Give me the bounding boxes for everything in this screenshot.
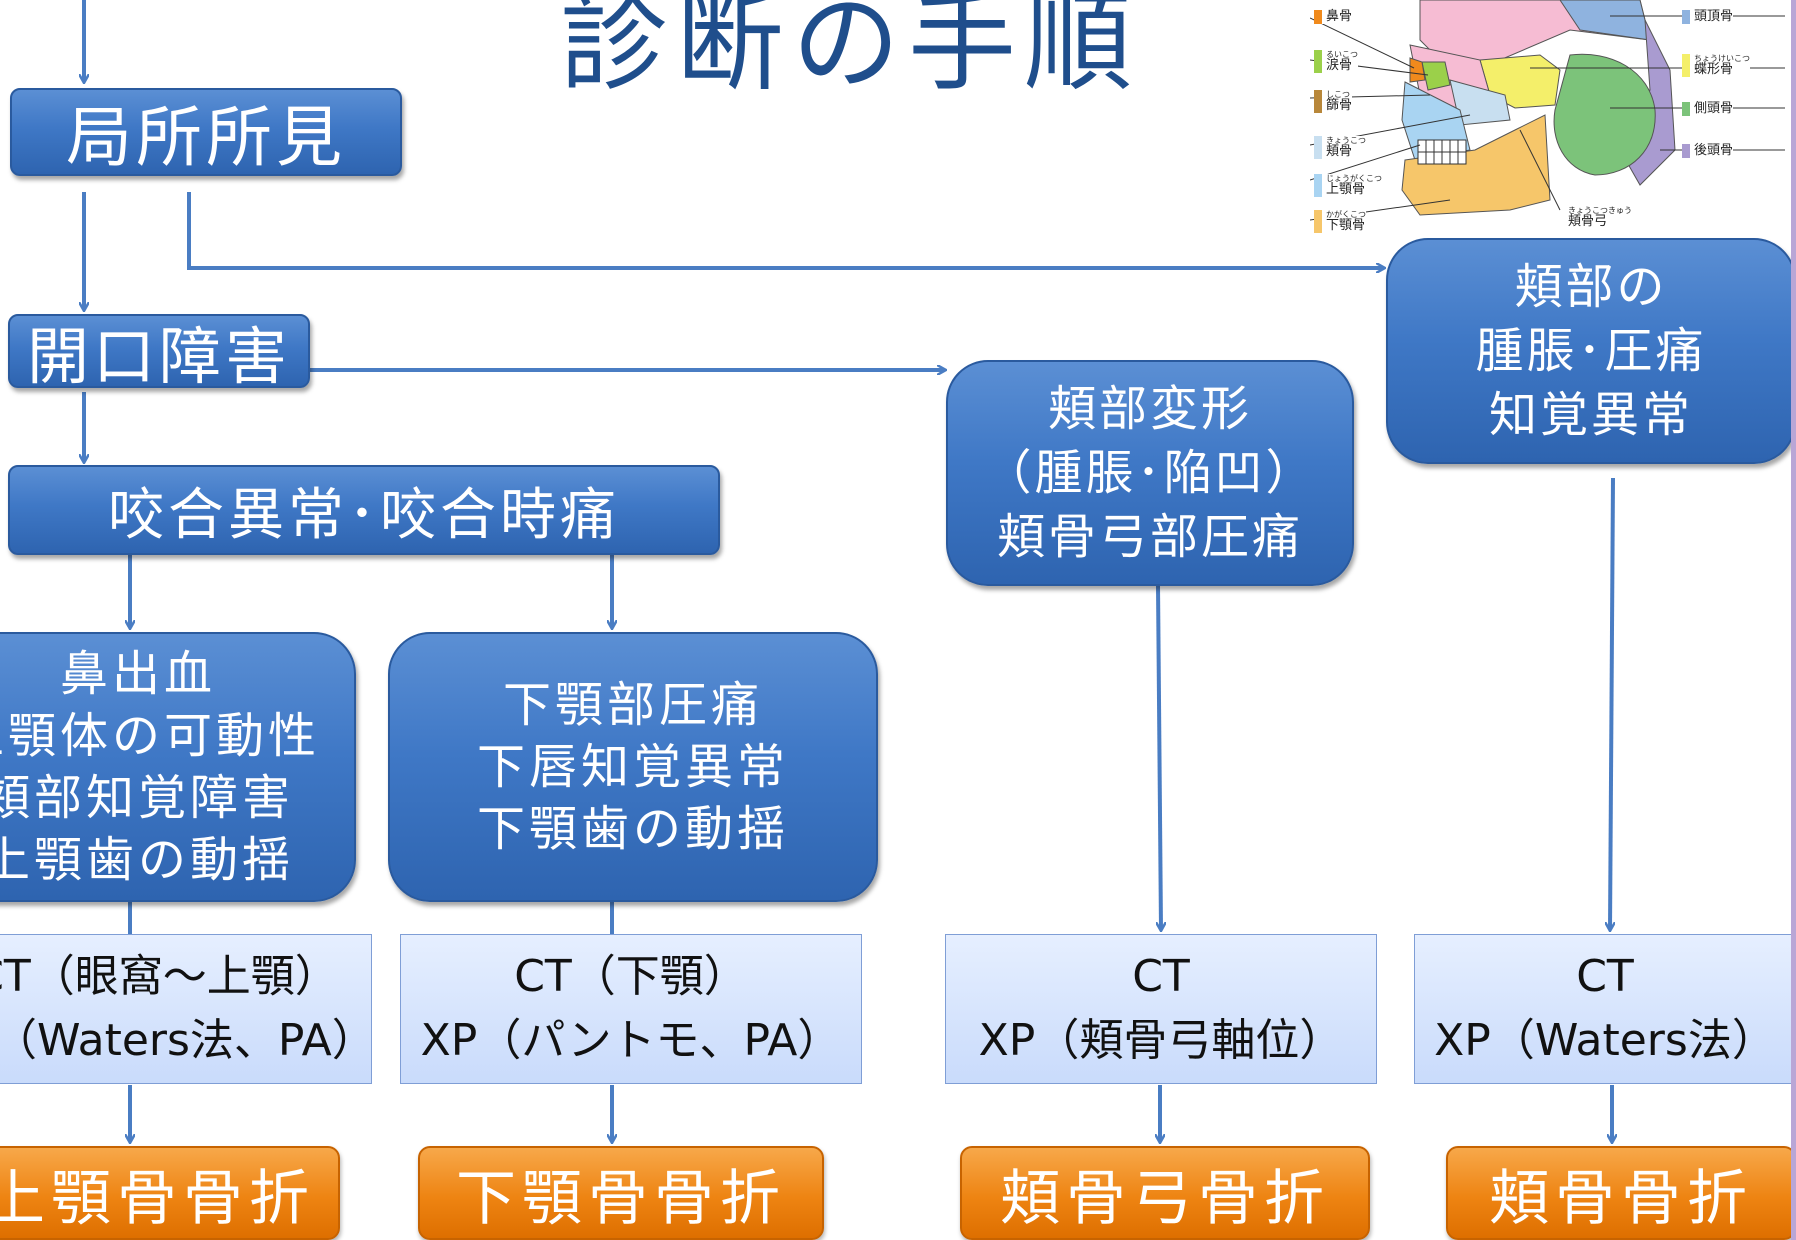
skull-label-zygomatic: 頬骨: [1326, 144, 1353, 159]
imaging-zygoma: CT XP（Waters法）: [1414, 934, 1796, 1084]
step-local-findings: 局所所見: [10, 88, 402, 176]
imaging-zygomatic-arch: CT XP（頬骨弓軸位）: [945, 934, 1377, 1084]
diagnosis-mandible: 下顎骨骨折: [418, 1146, 824, 1240]
skull-left-labels: 鼻骨 るいこつ 涙骨 しこつ 篩骨 きょうこつ 頬骨 じょうがくこつ 上顎骨 か…: [1314, 4, 1384, 240]
skull-label-zygomatic-arch: 頬骨弓: [1568, 214, 1608, 229]
skull-ruby: るいこつ: [1326, 50, 1358, 59]
findings-zygomatic-arch-line: 頬部変形: [1047, 381, 1252, 437]
skull-right-labels: 頭頂骨 ちょうけいこつ 蝶形骨 側頭骨 後頭骨: [1682, 4, 1782, 174]
skull-label-sphenoid: 蝶形骨: [1694, 62, 1734, 77]
imaging-maxilla-line: XP（Waters法、PA）: [0, 1015, 376, 1066]
findings-mandible: 下顎部圧痛 下唇知覚異常 下顎歯の動揺: [388, 632, 878, 902]
skull-ruby: きょうこつ: [1326, 136, 1366, 145]
imaging-mandible-line: XP（パントモ、PA）: [420, 1015, 842, 1066]
findings-mandible-line: 下顎歯の動揺: [476, 801, 789, 857]
findings-zygoma-line: 知覚異常: [1488, 387, 1693, 443]
skull-label-mandible: 下顎骨: [1326, 218, 1366, 233]
imaging-maxilla-line: CT（眼窩～上顎）: [0, 951, 339, 1002]
step-trismus: 開口障害: [8, 314, 310, 393]
skull-label-lacrimal: 涙骨: [1326, 58, 1353, 73]
findings-maxilla-line: 上顎体の可動性: [0, 708, 320, 764]
findings-maxilla-line: 頬部知覚障害: [0, 770, 294, 826]
findings-zygomatic-arch-line: （腫脹･陥凹）: [983, 445, 1317, 501]
imaging-mandible-line: CT（下顎）: [514, 951, 748, 1002]
skull-label-temporal: 側頭骨: [1694, 101, 1734, 116]
skull-ruby: ちょうけいこつ: [1694, 54, 1750, 63]
diagnosis-zygoma: 頬骨骨折: [1446, 1146, 1796, 1240]
step-occlusion: 咬合異常･咬合時痛: [8, 465, 720, 555]
findings-maxilla-line: 鼻出血: [59, 646, 216, 702]
skull-label-parietal: 頭頂骨: [1694, 9, 1734, 24]
findings-zygoma: 頬部の 腫脹･圧痛 知覚異常: [1386, 238, 1796, 464]
findings-mandible-line: 下顎部圧痛: [502, 677, 763, 733]
findings-zygoma-line: 頬部の: [1514, 259, 1668, 315]
skull-bottom-label: きょうこつきゅう 頬骨弓: [1568, 206, 1632, 229]
imaging-maxilla: CT（眼窩～上顎） XP（Waters法、PA）: [0, 934, 376, 1084]
findings-zygomatic-arch: 頬部変形 （腫脹･陥凹） 頬骨弓部圧痛: [946, 360, 1354, 586]
slide-edge-bar: [1791, 0, 1796, 1240]
findings-maxilla: 鼻出血 上顎体の可動性 頬部知覚障害 上顎歯の動揺: [0, 632, 356, 902]
skull-ruby: かがくこつ: [1326, 210, 1366, 219]
imaging-zygoma-line: CT: [1576, 951, 1634, 1002]
imaging-zygomatic-arch-line: CT: [1132, 951, 1190, 1002]
diagnosis-maxilla: 上顎骨骨折: [0, 1146, 340, 1240]
findings-mandible-line: 下唇知覚異常: [476, 739, 789, 795]
skull-label-ethmoid: 篩骨: [1326, 98, 1353, 113]
skull-label-occipital: 後頭骨: [1694, 143, 1734, 158]
imaging-zygomatic-arch-line: XP（頬骨弓軸位）: [978, 1015, 1344, 1066]
imaging-zygoma-line: XP（Waters法）: [1434, 1015, 1776, 1066]
skull-ruby: じょうがくこつ: [1326, 174, 1382, 183]
diagnosis-zygomatic-arch: 頬骨弓骨折: [960, 1146, 1370, 1240]
imaging-mandible: CT（下顎） XP（パントモ、PA）: [400, 934, 862, 1084]
skull-label-nasal: 鼻骨: [1326, 9, 1353, 24]
findings-maxilla-line: 上顎歯の動揺: [0, 832, 294, 888]
skull-bone-diagram: [1310, 0, 1785, 221]
skull-ruby: きょうこつきゅう: [1568, 206, 1632, 215]
skull-label-maxilla: 上顎骨: [1326, 182, 1366, 197]
findings-zygomatic-arch-line: 頬骨弓部圧痛: [996, 509, 1303, 565]
page-title: 診断の手順: [560, 0, 1141, 106]
skull-ruby: しこつ: [1326, 90, 1350, 99]
findings-zygoma-line: 腫脹･圧痛: [1475, 323, 1707, 379]
